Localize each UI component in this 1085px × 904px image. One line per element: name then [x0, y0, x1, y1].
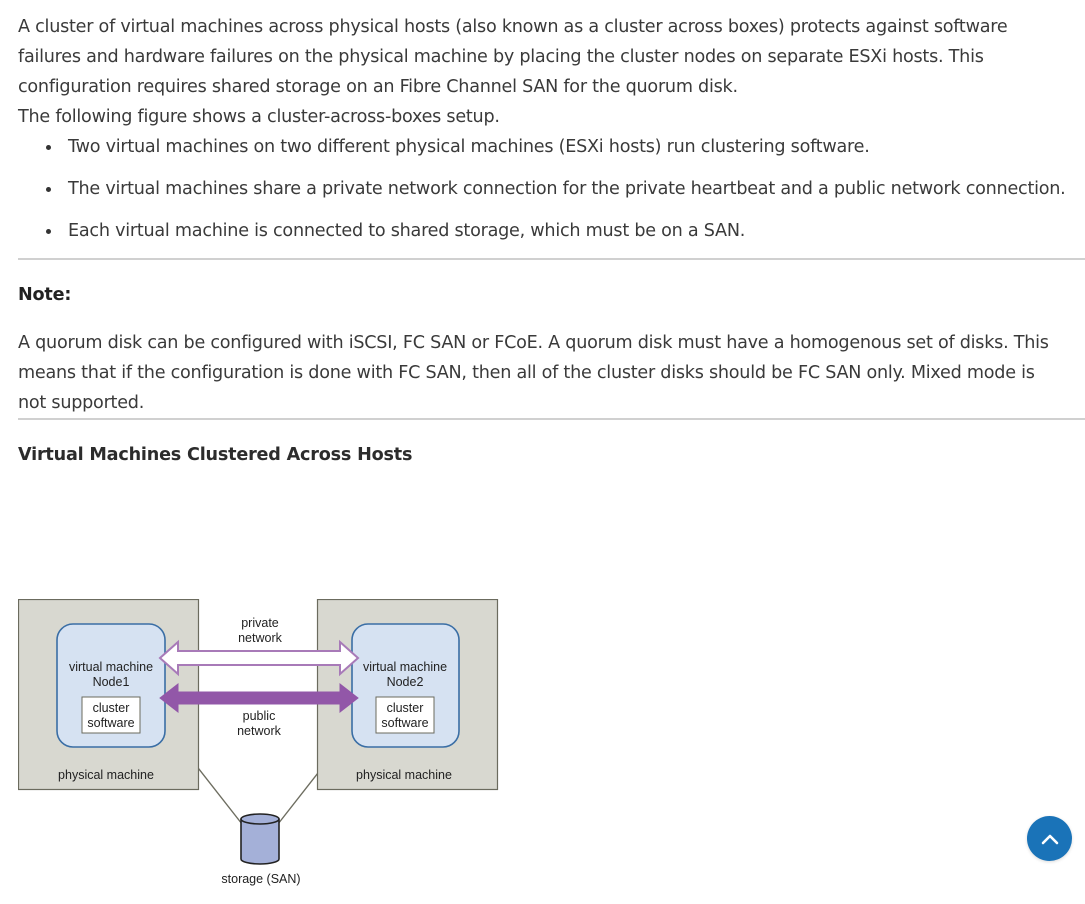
bullet-item: Each virtual machine is connected to sha…: [46, 216, 1068, 246]
san-storage-icon: [240, 813, 280, 865]
bullet-list: Two virtual machines on two different ph…: [18, 132, 1085, 246]
note-top-divider: [18, 258, 1085, 260]
private-network-arrow-icon: [158, 639, 360, 677]
private-network-label: private: [241, 616, 279, 630]
intro-paragraph: A cluster of virtual machines across phy…: [18, 17, 1008, 97]
chevron-up-icon: [1041, 834, 1058, 844]
physical-machine-label: physical machine: [356, 768, 452, 782]
figure-intro-paragraph: The following figure shows a cluster-acr…: [18, 107, 500, 127]
public-network-arrow-icon: [159, 682, 359, 714]
storage-label: storage (SAN): [221, 872, 300, 886]
public-network-label: network: [237, 724, 282, 738]
figure-title: Virtual Machines Clustered Across Hosts: [18, 445, 413, 465]
vm-label: virtual machine: [363, 660, 447, 674]
bullet-dot-icon: [46, 145, 51, 150]
physical-host-2: virtual machine Node2 cluster software p…: [316, 599, 499, 791]
note-title: Note:: [18, 285, 72, 305]
back-to-top-button[interactable]: [1027, 816, 1072, 861]
cluster-diagram: virtual machine Node1 cluster software p…: [18, 599, 500, 891]
bullet-dot-icon: [46, 187, 51, 192]
cluster-software-label: cluster: [387, 701, 424, 715]
cluster-software-label: software: [381, 716, 428, 730]
vm-label: virtual machine: [69, 660, 153, 674]
note-bottom-divider: [18, 418, 1085, 420]
bullet-dot-icon: [46, 229, 51, 234]
bullet-text: Each virtual machine is connected to sha…: [68, 221, 746, 241]
bullet-item: Two virtual machines on two different ph…: [46, 132, 1068, 162]
bullet-text: Two virtual machines on two different ph…: [68, 137, 870, 157]
bullet-text: The virtual machines share a private net…: [68, 179, 1066, 199]
vm-node-name: Node1: [93, 675, 130, 689]
cluster-software-label: software: [87, 716, 134, 730]
note-text: A quorum disk can be configured with iSC…: [18, 333, 1049, 413]
private-network-label: network: [238, 631, 283, 645]
physical-machine-label: physical machine: [58, 768, 154, 782]
article-content: A cluster of virtual machines across phy…: [18, 12, 1085, 468]
public-network-label: public: [243, 709, 276, 723]
bullet-item: The virtual machines share a private net…: [46, 174, 1068, 204]
cluster-software-box: [81, 696, 141, 734]
cluster-software-box: [375, 696, 435, 734]
cluster-software-label: cluster: [93, 701, 130, 715]
vm-node-name: Node2: [387, 675, 424, 689]
